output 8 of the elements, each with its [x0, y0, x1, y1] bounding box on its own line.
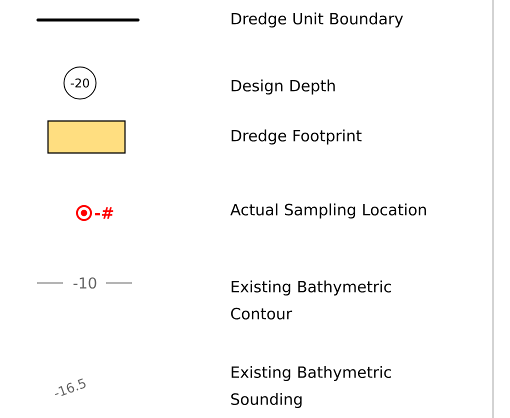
sounding-value: -16.5: [55, 378, 86, 396]
legend-text: Design Depth: [232, 80, 335, 94]
legend-text: Actual Sampling Location: [230, 204, 426, 218]
contour-line-sample: -10: [36, 277, 132, 289]
legend-text: Dredge Unit Boundary: [232, 12, 403, 28]
legend-text: Existing Bathymetric Contour: [231, 280, 391, 320]
legend-text: Existing Bathymetric Sounding: [231, 366, 391, 408]
legend-text: Dredge Footprint: [232, 130, 362, 144]
